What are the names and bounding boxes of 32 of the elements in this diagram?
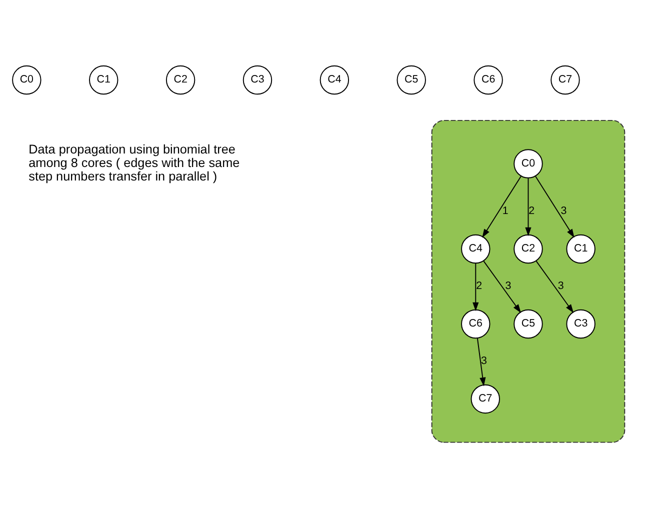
edge-label: 1 <box>502 205 508 218</box>
edge-label: 3 <box>560 205 567 218</box>
node-circle: C1 <box>89 65 118 95</box>
node-circle: C2 <box>166 65 196 95</box>
arrow <box>472 262 479 312</box>
arrow <box>536 260 574 313</box>
node-circle: C5 <box>396 65 426 95</box>
arrow <box>525 178 532 236</box>
node-circle: C0 <box>514 149 543 178</box>
edge-label: 3 <box>480 355 487 368</box>
node-circle: C6 <box>474 65 503 95</box>
node-circle: C3 <box>566 309 596 339</box>
edge-label: 3 <box>505 280 512 292</box>
edge-label: 3 <box>558 280 564 292</box>
edge-label: 2 <box>476 280 482 292</box>
arrow <box>483 260 522 313</box>
arrow <box>535 176 574 238</box>
node-circle: C3 <box>242 65 272 95</box>
arrow <box>476 338 486 386</box>
cluster <box>431 120 626 443</box>
arrow <box>482 176 522 238</box>
node-circle: C5 <box>514 309 543 339</box>
node-circle: C1 <box>566 234 596 264</box>
node-circle: C7 <box>550 65 580 95</box>
node-circle: C0 <box>12 65 42 95</box>
node-circle: C4 <box>320 65 350 95</box>
node-circle: C6 <box>461 309 490 339</box>
node-circle: C4 <box>461 234 490 264</box>
node-circle: C7 <box>470 384 500 414</box>
edge-label: 2 <box>528 205 535 218</box>
label: Data propagation using binomial tree among 8 cores ( edges with the same step numbers transfer in parallel ) <box>28 142 240 184</box>
node-circle: C2 <box>514 234 543 264</box>
